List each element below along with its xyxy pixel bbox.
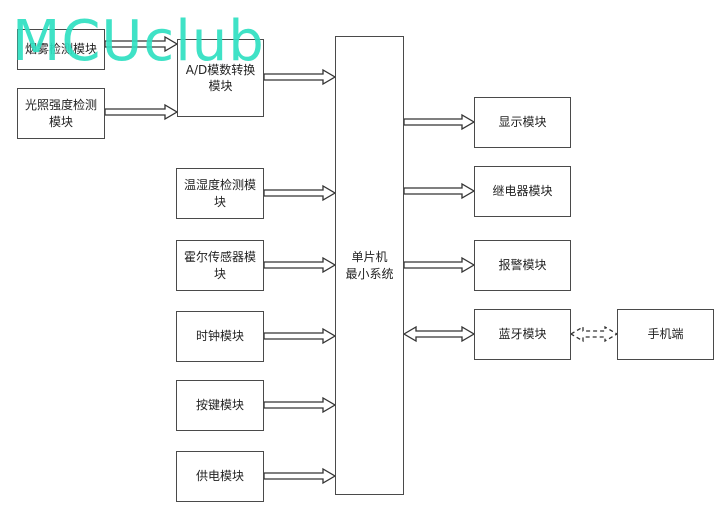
arrow-smoke-to-adc: [104, 35, 179, 53]
arrows-layer: [104, 35, 619, 485]
light-module-label: 光照强度检测模块: [24, 98, 97, 129]
keys-module-label: 按键模块: [195, 398, 244, 413]
adc-module-label: A/D模数转换模块: [185, 62, 256, 93]
arrow-bluetooth-phone-wireless: [569, 325, 619, 343]
arrow-mcu-bluetooth-bidir: [402, 325, 476, 343]
arrow-mcu-to-alarm: [403, 256, 476, 274]
arrow-mcu-to-relay: [403, 182, 476, 200]
arrow-hall-to-mcu: [263, 256, 337, 274]
bluetooth-module-label: 蓝牙模块: [498, 327, 547, 342]
hall-module-label: 霍尔传感器模块: [183, 250, 256, 281]
arrow-temp-to-mcu: [263, 184, 337, 202]
alarm-module-label: 报警模块: [498, 258, 547, 273]
temp-humidity-module-box: 温湿度检测模块: [176, 168, 264, 219]
temp-humidity-module-label: 温湿度检测模块: [183, 178, 256, 209]
arrow-power-to-mcu: [263, 467, 337, 485]
smoke-module-label: 烟雾检测模块: [24, 42, 97, 57]
alarm-module-box: 报警模块: [474, 240, 571, 291]
phone-box: 手机端: [617, 309, 714, 360]
smoke-module-box: 烟雾检测模块: [17, 29, 105, 70]
arrow-mcu-to-display: [403, 113, 476, 131]
arrow-light-to-adc: [104, 103, 179, 121]
adc-module-box: A/D模数转换模块: [177, 39, 264, 117]
clock-module-label: 时钟模块: [195, 329, 244, 344]
display-module-box: 显示模块: [474, 97, 571, 148]
mcu-label: 单片机 最小系统: [345, 250, 394, 281]
bluetooth-module-box: 蓝牙模块: [474, 309, 571, 360]
power-module-box: 供电模块: [176, 451, 264, 502]
arrow-adc-to-mcu: [263, 68, 337, 86]
light-module-box: 光照强度检测模块: [17, 88, 105, 139]
relay-module-box: 继电器模块: [474, 166, 571, 217]
keys-module-box: 按键模块: [176, 380, 264, 431]
arrow-keys-to-mcu: [263, 396, 337, 414]
arrow-clock-to-mcu: [263, 327, 337, 345]
phone-label: 手机端: [647, 327, 684, 342]
display-module-label: 显示模块: [498, 115, 547, 130]
clock-module-box: 时钟模块: [176, 311, 264, 362]
relay-module-label: 继电器模块: [492, 184, 553, 199]
power-module-label: 供电模块: [195, 469, 244, 484]
hall-module-box: 霍尔传感器模块: [176, 240, 264, 291]
mcu-box: 单片机 最小系统: [335, 36, 404, 495]
